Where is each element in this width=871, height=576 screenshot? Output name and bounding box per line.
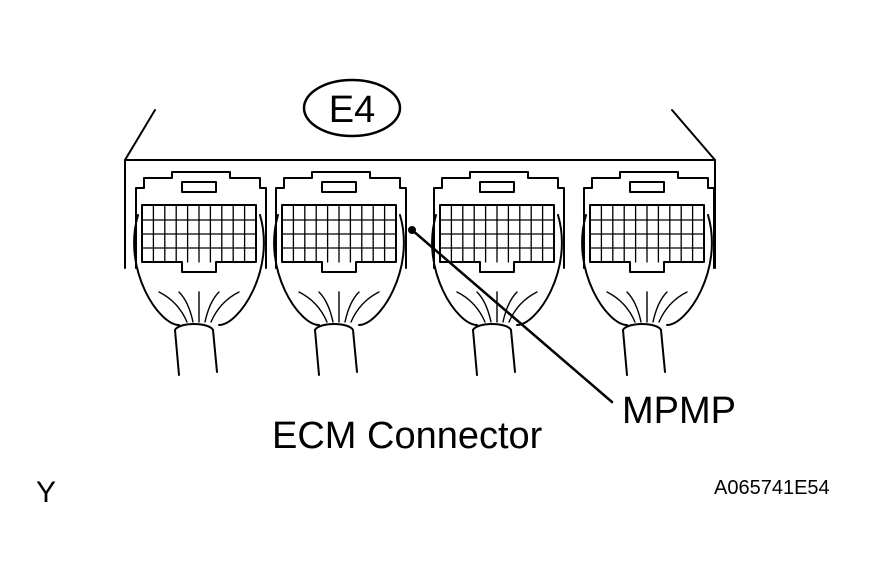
wire-strand [606,291,636,323]
connector-block [273,171,407,326]
wire-strand [508,291,538,323]
mpmp-pin-marker [408,226,416,234]
wire-harness [606,291,688,376]
connector-housing [124,109,716,269]
latch-slot [181,181,217,193]
connector-block [581,171,715,326]
harness-sheath [314,329,358,376]
wire-strand [476,291,492,323]
connector-block [431,171,565,326]
wire-strand [652,291,668,323]
harness-sheath [622,329,666,376]
harness-sheath [472,329,516,376]
block-outline [583,171,715,269]
pin-field [439,204,555,273]
wire-loop [581,214,713,326]
wire-strand [204,291,220,323]
wire-strand [210,291,240,323]
wire-strand [178,291,194,323]
pin-field [281,204,397,273]
view-letter: Y [36,476,56,509]
harness-end [174,323,214,331]
connector-id-ellipse [302,78,402,138]
wire-strand [502,291,518,323]
pin-field [589,204,705,273]
wire-strand [350,291,380,323]
wire-loop [273,214,405,326]
connector-id: E4 [329,89,375,131]
harness-end [314,323,354,331]
block-outline [135,171,267,269]
latch-slot [629,181,665,193]
wire-loop [431,214,563,326]
wire-harness [298,291,380,376]
connector-block [133,171,267,326]
mpmp-leader-line [410,228,614,404]
wire-strand [456,291,486,323]
latch-slot [321,181,357,193]
connector-caption: ECM Connector [272,415,543,457]
harness-end [472,323,512,331]
wire-strand [298,291,328,323]
latch-slot [479,181,515,193]
harness-end [622,323,662,331]
pin-field [141,204,257,273]
wire-harness [456,291,538,376]
pin-callout: MPMP [622,390,736,432]
harness-sheath [174,329,218,376]
wire-strand [158,291,188,323]
wire-strand [626,291,642,323]
wire-strand [318,291,334,323]
block-outline [433,171,565,269]
wire-harness [158,291,240,376]
wire-strand [344,291,360,323]
block-outline [275,171,407,269]
figure-code: A065741E54 [714,477,830,499]
wire-strand [658,291,688,323]
wire-loop [133,214,265,326]
